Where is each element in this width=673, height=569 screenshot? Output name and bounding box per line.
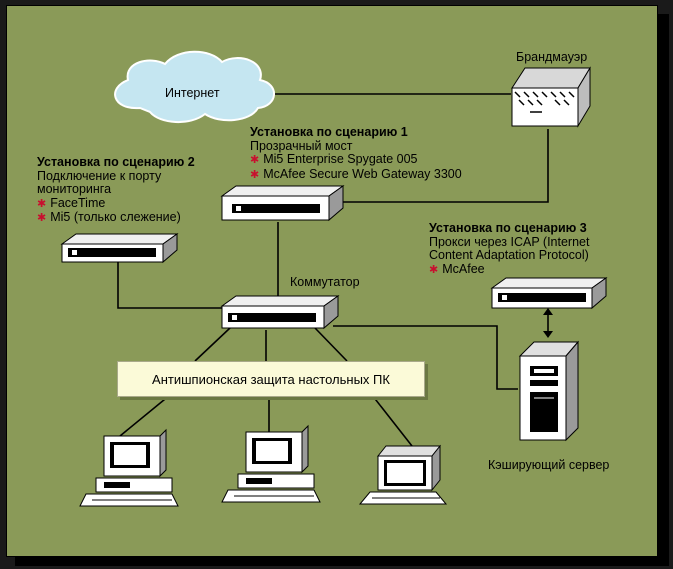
switch-label: Коммутатор	[290, 275, 360, 289]
link-monitor-switch	[117, 260, 222, 309]
scenario-2-item: ✱Mi5 (только слежение)	[37, 210, 195, 226]
scenario-3-item-label: McAfee	[442, 261, 485, 276]
laptop-icon	[358, 444, 448, 505]
firewall-label: Брандмауэр	[516, 50, 588, 64]
cache-server-label: Кэширующий сервер	[488, 458, 610, 472]
scenario-1-item: ✱McAfee Secure Web Gateway 3300	[250, 166, 462, 183]
scenario-1-block: Установка по сценарию 1 Прозрачный мост …	[250, 125, 462, 183]
scenario-2-item-label: FaceTime	[50, 195, 106, 210]
cloud-icon	[114, 50, 275, 124]
desktop-protection-banner: Антишпионская защита настольных ПК	[117, 361, 425, 397]
monitor-appliance-icon	[60, 233, 179, 264]
link-switch-banner-right	[314, 327, 348, 362]
bullet-icon: ✱	[250, 154, 260, 166]
link-firewall-bridge	[343, 129, 549, 203]
desktop-computer-icon	[221, 424, 321, 503]
scenario-1-item-label: Mi5 Enterprise Spygate 005	[263, 152, 418, 166]
firewall-icon	[511, 66, 591, 128]
scenario-3-title: Установка по сценарию 3	[429, 221, 587, 235]
link-switch-server	[333, 325, 518, 390]
arrow-down	[543, 331, 553, 338]
scenario-3-block: Установка по сценарию 3 Прокси через ICA…	[429, 221, 590, 278]
scenario-2-item: ✱FaceTime	[37, 195, 195, 212]
bullet-icon: ✱	[429, 263, 439, 276]
scenario-3-item: ✱McAfee	[429, 261, 589, 278]
server-tower-icon	[518, 340, 580, 442]
bullet-icon: ✱	[250, 168, 260, 181]
desktop-computer-icon	[79, 428, 179, 507]
proxy-appliance-icon	[490, 277, 608, 310]
scenario-1-title: Установка по сценарию 1	[250, 125, 408, 139]
link-banner-laptop	[371, 394, 413, 447]
scenario-2-subtitle-line: мониторинга	[37, 182, 112, 196]
arrow-up	[543, 308, 553, 315]
internet-label: Интернет	[165, 86, 220, 100]
scenario-2-subtitle-line: Подключение к порту	[37, 168, 162, 183]
scenario-2-title: Установка по сценарию 2	[37, 155, 195, 169]
desktop-protection-label: Антишпионская защита настольных ПК	[152, 371, 390, 387]
scenario-1-item: ✱Mi5 Enterprise Spygate 005	[250, 152, 462, 168]
bridge-appliance-icon	[220, 185, 345, 222]
switch-icon	[220, 295, 340, 330]
scenario-2-block: Установка по сценарию 2 Подключение к по…	[37, 155, 195, 226]
link-banner-pc1	[119, 394, 171, 437]
connection-lines	[117, 93, 549, 447]
scenario-2-item-label: Mi5 (только слежение)	[50, 210, 181, 224]
scenario-3-subtitle-line: Content Adaptation Protocol)	[429, 248, 589, 262]
bullet-icon: ✱	[37, 212, 47, 224]
link-switch-banner-left	[194, 327, 231, 362]
canvas-shadow-right	[657, 14, 669, 564]
proxy-arrows	[543, 308, 553, 338]
bullet-icon: ✱	[37, 197, 47, 210]
canvas-shadow-bottom	[15, 556, 669, 566]
scenario-3-subtitle-line: Прокси через ICAP (Internet	[429, 234, 590, 249]
scenario-1-item-label: McAfee Secure Web Gateway 3300	[263, 166, 462, 181]
scenario-1-subtitle: Прозрачный мост	[250, 138, 353, 153]
